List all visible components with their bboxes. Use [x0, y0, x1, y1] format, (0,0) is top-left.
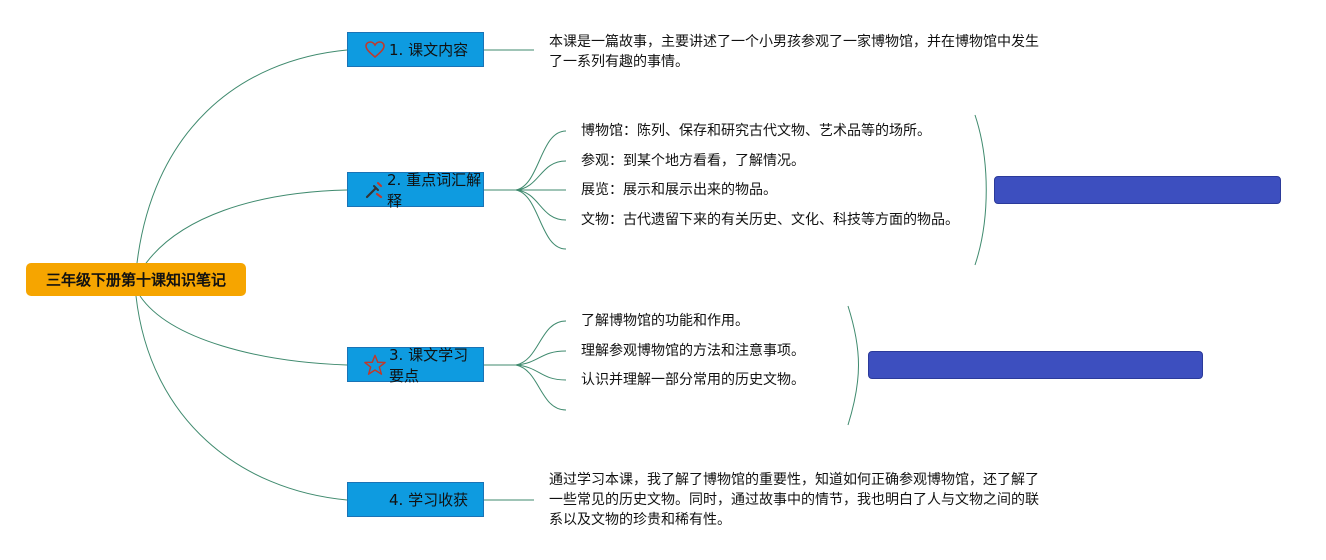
root-node[interactable]: 三年级下册第十课知识笔记 [26, 263, 246, 296]
vocab-item: 参观：到某个地方看看，了解情况。 [581, 153, 805, 169]
connector-vocab-1 [515, 160, 567, 191]
topic-learning-gains[interactable]: 4. 学习收获 [347, 482, 484, 517]
connector-root-topic1 [135, 49, 348, 273]
star-icon [364, 354, 386, 376]
summary-bracket-vocab [974, 114, 987, 266]
connector-point-3 [515, 364, 567, 411]
vocab-item: 展览：展示和展示出来的物品。 [581, 182, 777, 198]
heart-icon [364, 39, 386, 61]
connector-root-topic4 [135, 295, 348, 501]
connector-vocab-0 [515, 130, 567, 191]
summary-vocab[interactable] [994, 176, 1281, 204]
study-point-item: 了解博物馆的功能和作用。 [581, 313, 749, 329]
connector-point-0 [515, 320, 567, 366]
root-label: 三年级下册第十课知识笔记 [45, 271, 226, 289]
empty-icon-slot [364, 489, 386, 511]
study-point-item: 理解参观博物馆的方法和注意事项。 [581, 343, 805, 359]
topic-label: 3. 课文学习要点 [389, 345, 469, 385]
study-point-item: 认识并理解一部分常用的历史文物。 [581, 372, 805, 388]
topic-label: 4. 学习收获 [389, 491, 469, 509]
topic-label: 2. 重点词汇解释 [387, 170, 482, 210]
summary-points[interactable] [868, 351, 1203, 379]
connector-point-1 [515, 350, 567, 366]
vocab-item: 博物馆：陈列、保存和研究古代文物、艺术品等的场所。 [581, 123, 931, 139]
topic-lesson-content[interactable]: 1. 课文内容 [347, 32, 484, 67]
tools-icon [364, 179, 384, 201]
summary-bracket-points [847, 305, 859, 426]
connector-vocab-3 [515, 189, 567, 221]
connector-root-topic3 [139, 295, 348, 366]
topic4-content-text: 通过学习本课，我了解了博物馆的重要性，知道如何正确参观博物馆，还了解了一些常见的… [549, 472, 1039, 528]
connector-root-topic2 [139, 189, 348, 273]
topic-key-vocabulary[interactable]: 2. 重点词汇解释 [347, 171, 484, 210]
topic-label: 1. 课文内容 [389, 41, 469, 59]
vocab-item: 文物：古代遗留下来的有关历史、文化、科技等方面的物品。 [581, 212, 959, 228]
connector-vocab-4 [515, 189, 567, 250]
connector-point-2 [515, 364, 567, 381]
topic1-content-text: 本课是一篇故事，主要讲述了一个小男孩参观了一家博物馆，并在博物馆中发生了一系列有… [549, 34, 1039, 70]
topic-study-points[interactable]: 3. 课文学习要点 [347, 346, 484, 385]
